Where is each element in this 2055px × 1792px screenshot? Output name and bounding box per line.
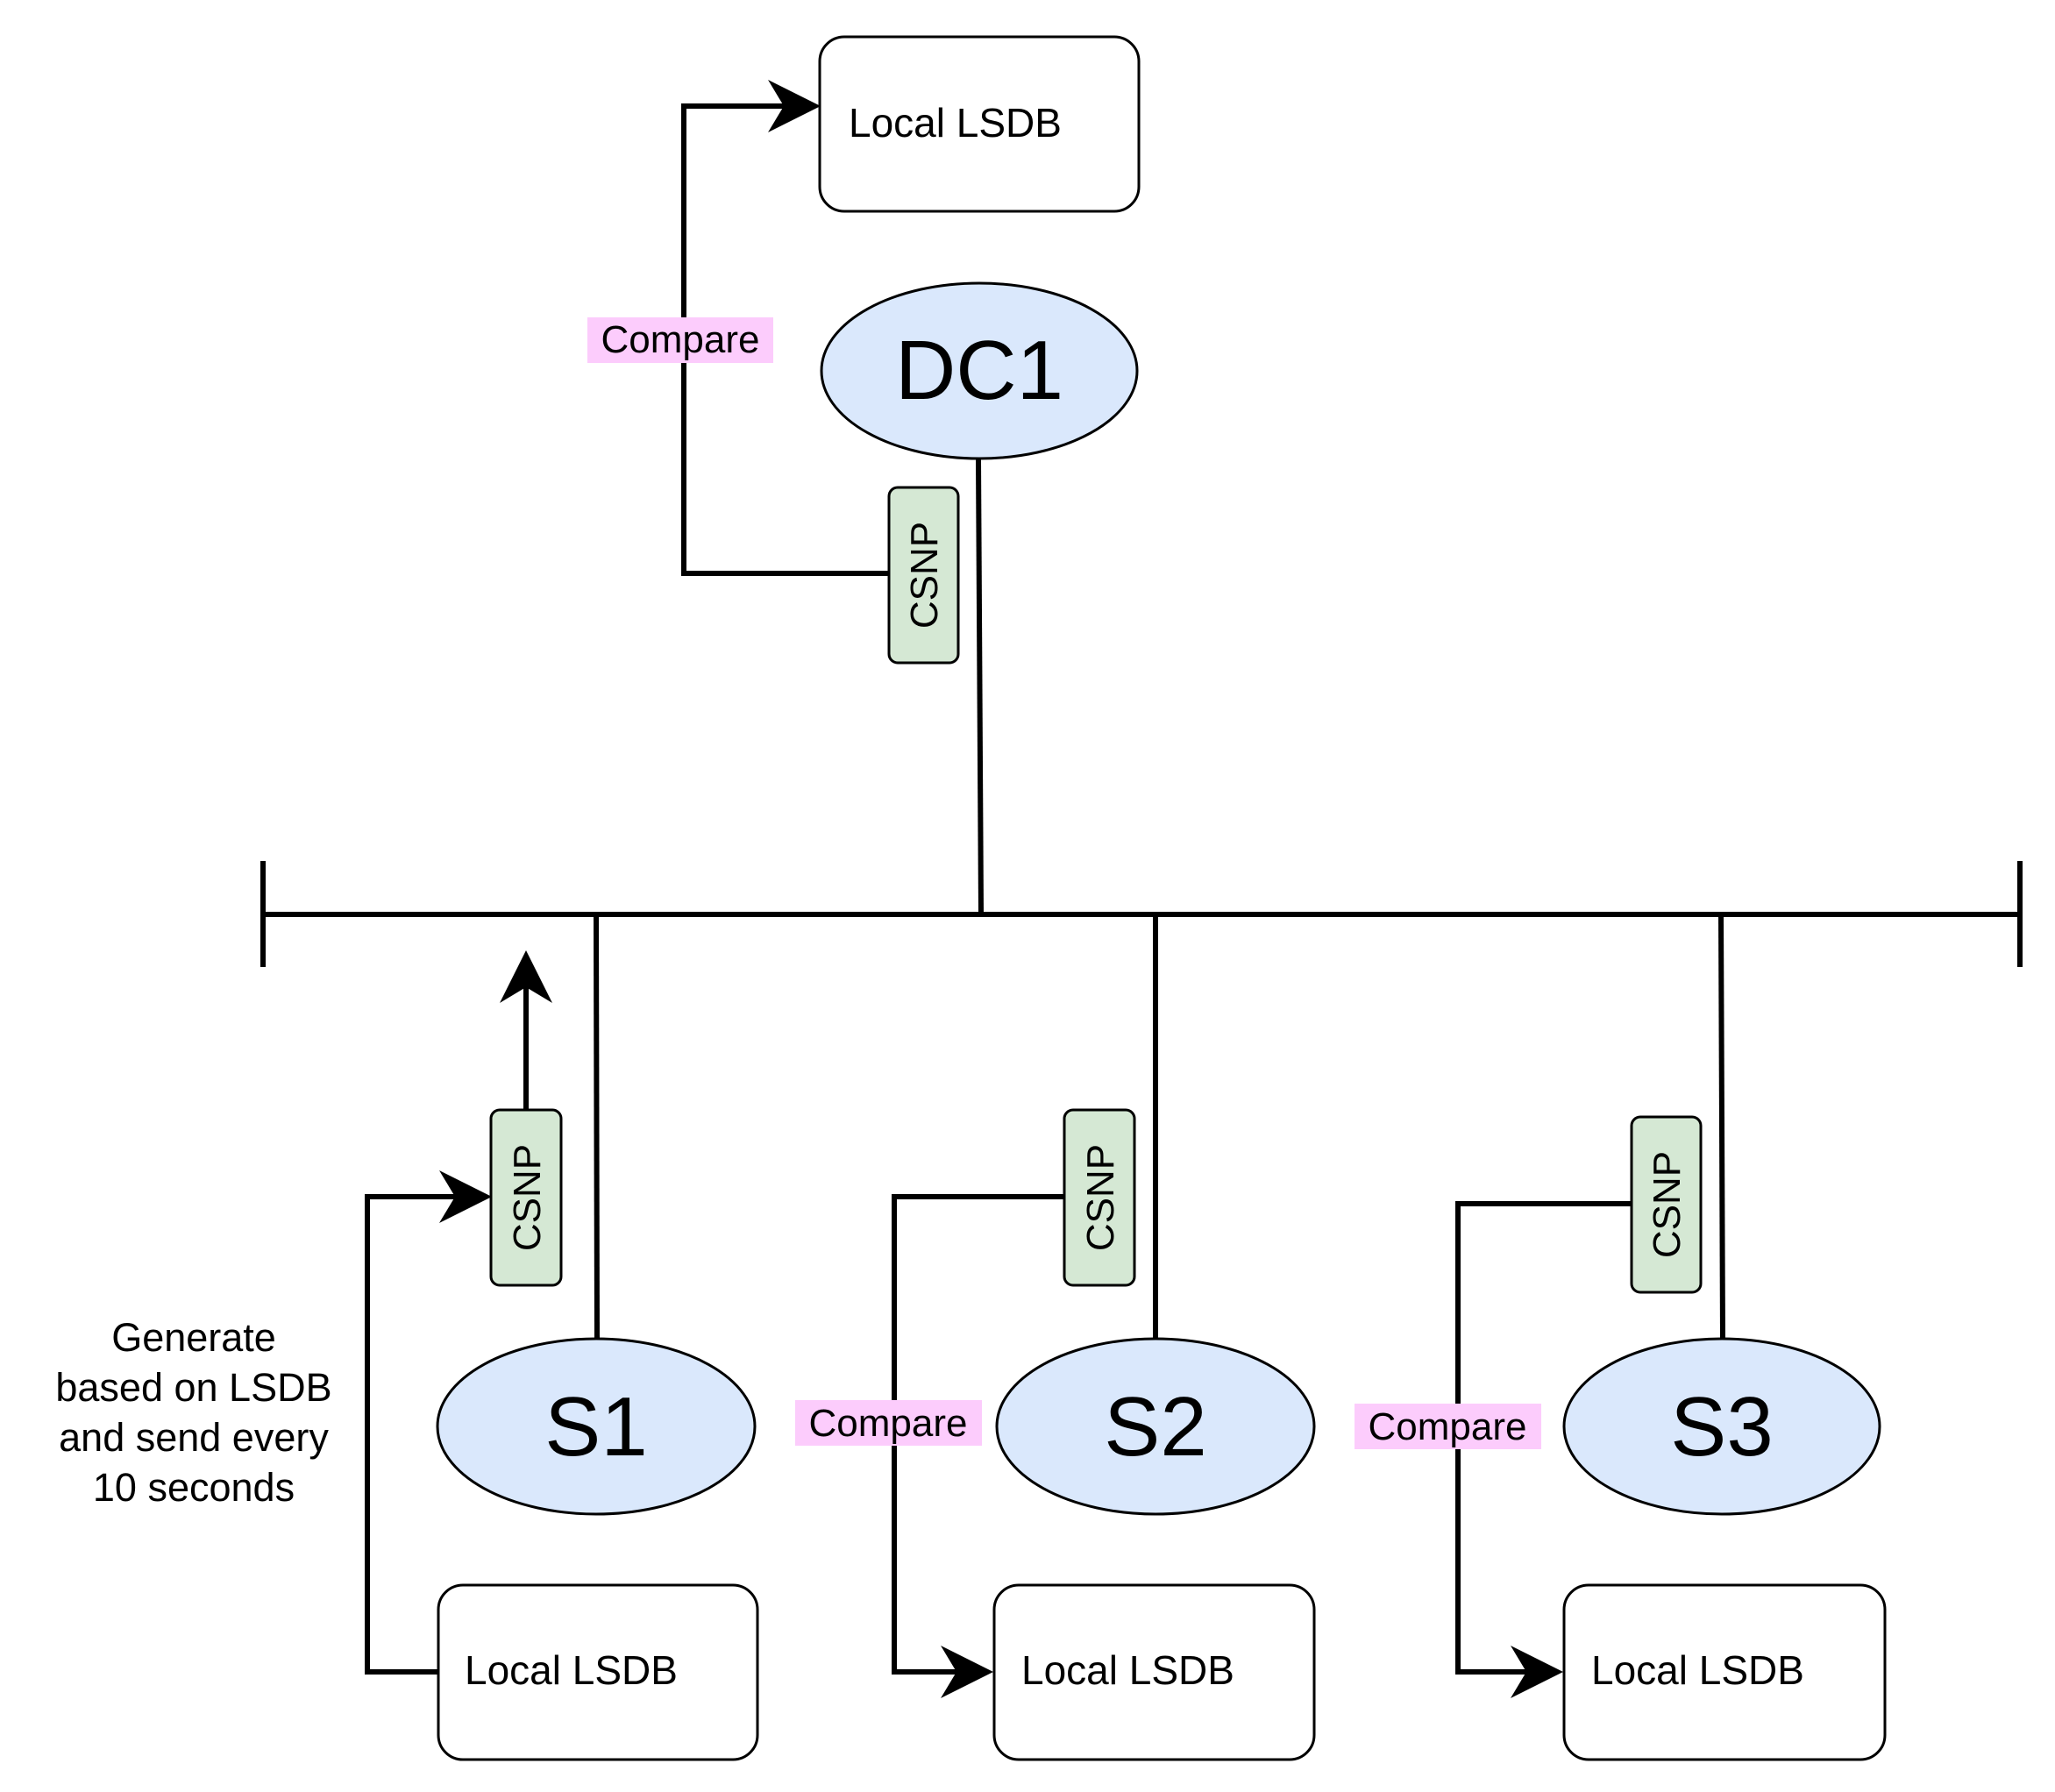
s1-local-lsdb-box: Local LSDB [437, 1583, 759, 1761]
s2-compare-tag: Compare [795, 1400, 982, 1446]
s1-generate-note: Generate based on LSDB and send every 10… [55, 1315, 331, 1510]
s3-bus-link [1718, 914, 1725, 1340]
s3-compare-tag: Compare [1355, 1404, 1541, 1449]
s3-csnp-label: CSNP [1646, 1151, 1689, 1258]
s2-compare-label: Compare [809, 1402, 968, 1445]
note-line-4: 10 seconds [93, 1465, 295, 1510]
lan-bus [260, 861, 2023, 967]
s1-generate-connector [365, 1170, 492, 1675]
s2-local-lsdb-box: Local LSDB [992, 1583, 1316, 1761]
s1-node: S1 [436, 1337, 757, 1516]
s2-csnp-label: CSNP [1079, 1144, 1122, 1251]
s3-local-lsdb-label: Local LSDB [1591, 1647, 1804, 1693]
s2-csnp-packet: CSNP [1063, 1108, 1136, 1287]
dc1-bus-link [976, 458, 984, 915]
s3-node: S3 [1562, 1337, 1881, 1516]
s1-csnp-packet: CSNP [489, 1108, 563, 1287]
s2-node-label: S2 [1104, 1380, 1206, 1474]
s3-csnp-packet: CSNP [1630, 1115, 1703, 1294]
s2-node: S2 [995, 1337, 1316, 1516]
note-line-1: Generate [111, 1315, 276, 1360]
dc1-local-lsdb-label: Local LSDB [849, 100, 1062, 146]
dc1-compare-tag: Compare [587, 317, 773, 363]
dc1-local-lsdb-box: Local LSDB [818, 35, 1141, 213]
dc1-node-label: DC1 [895, 324, 1063, 417]
s1-bus-link [594, 914, 600, 1340]
note-line-2: based on LSDB [55, 1365, 331, 1410]
note-line-3: and send every [59, 1415, 329, 1460]
s3-node-label: S3 [1670, 1380, 1773, 1474]
dc1-node: DC1 [820, 281, 1139, 460]
dc1-csnp-packet: CSNP [887, 486, 960, 665]
dc1-csnp-label: CSNP [903, 522, 946, 629]
s1-local-lsdb-label: Local LSDB [465, 1647, 678, 1693]
s3-local-lsdb-box: Local LSDB [1562, 1583, 1887, 1761]
s2-local-lsdb-label: Local LSDB [1021, 1647, 1234, 1693]
dc1-compare-label: Compare [601, 318, 760, 361]
s3-compare-label: Compare [1369, 1405, 1527, 1448]
s1-node-label: S1 [544, 1380, 647, 1474]
s1-csnp-label: CSNP [506, 1144, 549, 1251]
